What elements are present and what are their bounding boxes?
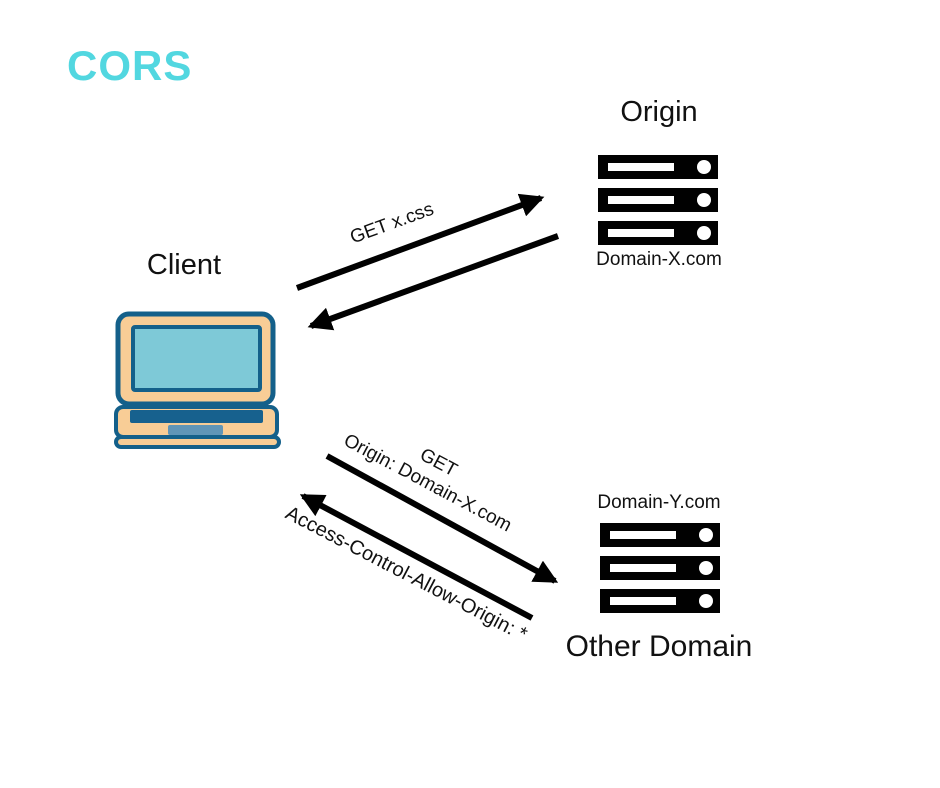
arrow-response-from-origin	[307, 233, 560, 331]
arrow-request-to-other-domain	[325, 453, 559, 584]
origin-server-rack-icon	[598, 155, 718, 245]
laptop-touchpad	[168, 425, 223, 435]
server-unit	[600, 523, 720, 547]
server-unit	[600, 589, 720, 613]
arrow-request-to-origin	[295, 193, 545, 291]
page-title: CORS	[67, 42, 193, 89]
other-server-title: Other Domain	[565, 630, 753, 663]
laptop-keyboard	[130, 410, 263, 423]
laptop-base	[114, 435, 281, 449]
server-unit	[600, 556, 720, 580]
other-server-domain: Domain-Y.com	[597, 492, 721, 513]
server-unit	[598, 221, 718, 245]
server-unit	[598, 155, 718, 179]
other-server-rack-icon	[600, 523, 720, 613]
laptop-screen	[131, 325, 262, 392]
arrow-response-from-other-domain	[299, 493, 534, 621]
origin-server-title: Origin	[620, 96, 698, 128]
laptop-icon	[114, 311, 281, 449]
server-unit	[598, 188, 718, 212]
origin-server-domain: Domain-X.com	[596, 249, 722, 270]
client-title: Client	[146, 249, 222, 281]
